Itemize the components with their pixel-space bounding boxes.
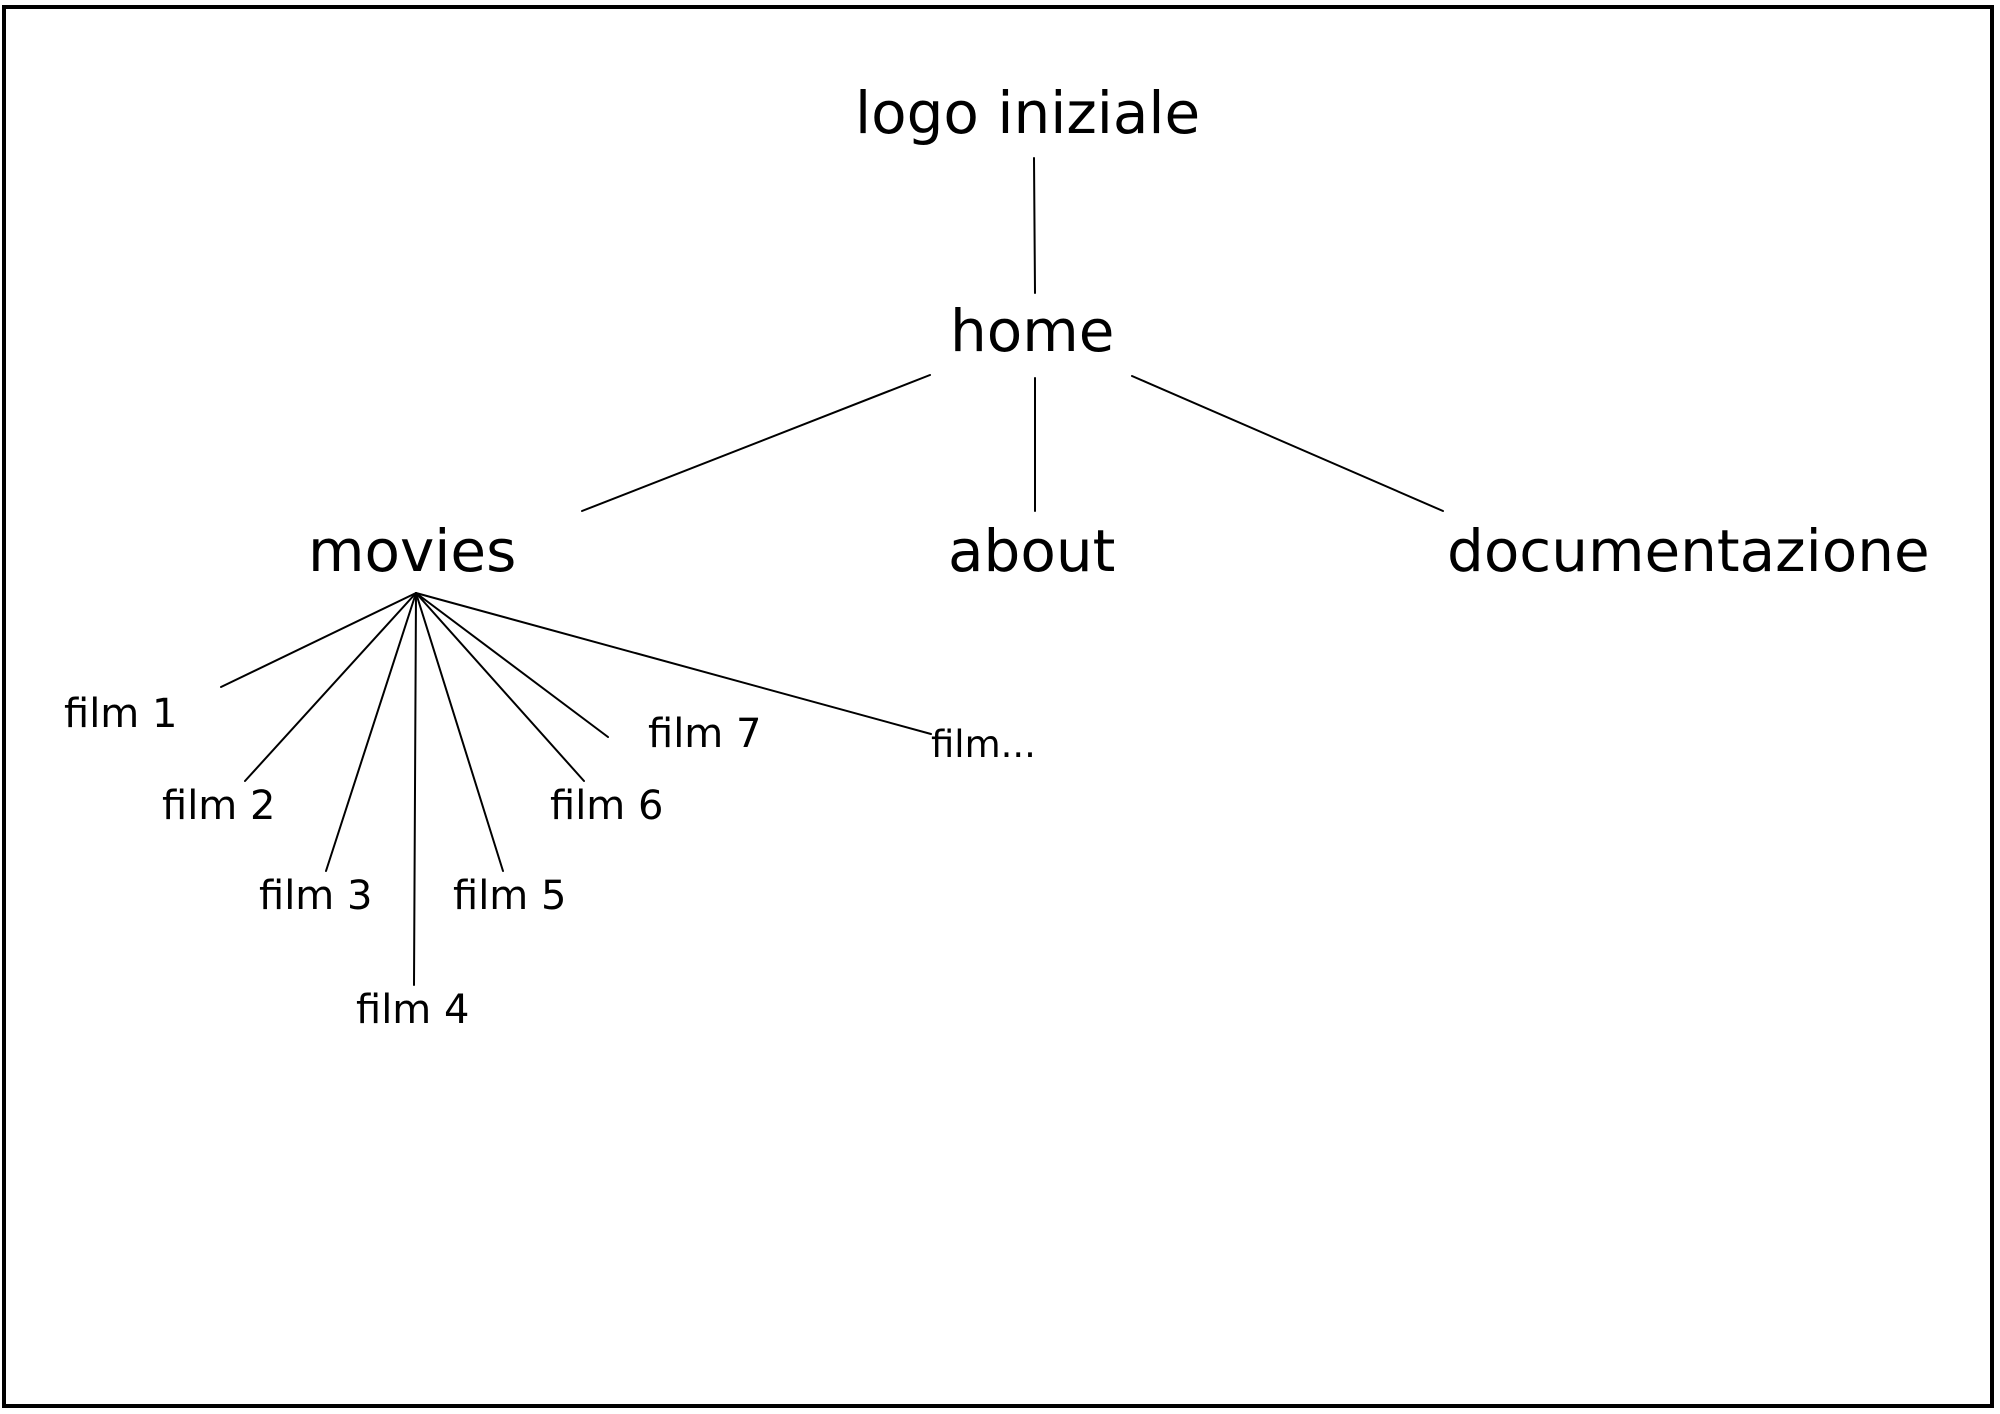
edge-movies-film-6 — [415, 592, 585, 782]
node-documentazione: documentazione — [1447, 517, 1930, 585]
edge-movies-film-1 — [220, 592, 417, 688]
node-about: about — [948, 517, 1116, 585]
edge-movies-film-5 — [415, 592, 504, 872]
node-film-2: film 2 — [162, 783, 276, 829]
diagram-frame — [2, 5, 1994, 1408]
edge-logo-home — [1033, 157, 1036, 294]
node-logo-iniziale: logo iniziale — [855, 79, 1201, 147]
edge-movies-film-more — [415, 592, 932, 735]
node-film-4: film 4 — [356, 987, 470, 1033]
node-film-3: film 3 — [259, 873, 373, 919]
node-film-6: film 6 — [550, 783, 664, 829]
edge-home-movies — [581, 374, 931, 512]
node-film-1: film 1 — [64, 691, 178, 737]
node-film-5: film 5 — [453, 873, 567, 919]
node-home: home — [950, 297, 1115, 365]
edge-movies-film-4 — [413, 592, 417, 986]
node-film-7: film 7 — [648, 711, 762, 757]
node-film-more: film... — [931, 723, 1036, 766]
edge-movies-film-7 — [415, 592, 609, 738]
edge-home-documentazione — [1131, 375, 1444, 512]
node-movies: movies — [308, 517, 517, 585]
edge-movies-film-3 — [325, 592, 417, 872]
edge-movies-film-2 — [244, 592, 417, 782]
